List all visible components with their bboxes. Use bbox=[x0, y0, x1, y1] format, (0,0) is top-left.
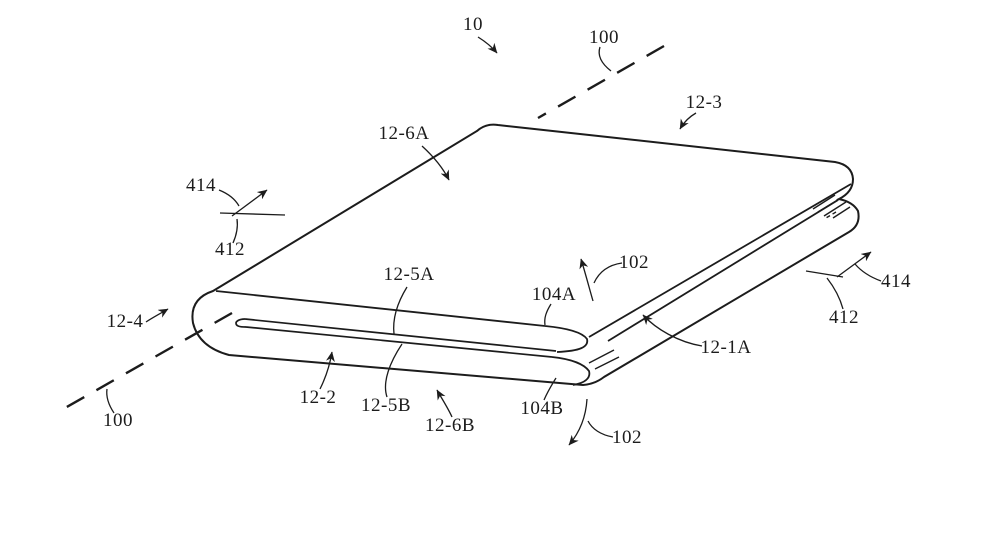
leader-104A bbox=[544, 303, 552, 326]
leader-12-5B bbox=[384, 343, 403, 398]
ref-label-104A: 104A bbox=[531, 284, 577, 305]
slot-upper-edge bbox=[244, 318, 557, 352]
slot-lower-edge bbox=[245, 326, 553, 358]
top-face-right-edge bbox=[588, 183, 852, 338]
rotation-arrow-102-top bbox=[579, 258, 594, 302]
ref-label-100-bottom: 100 bbox=[103, 410, 133, 431]
ref-label-12-2: 12-2 bbox=[299, 387, 337, 408]
datum-bar-414-right bbox=[805, 270, 844, 278]
fold-axis-line-upper bbox=[537, 44, 665, 120]
ref-label-12-4: 12-4 bbox=[106, 311, 144, 332]
leader-arrow-10 bbox=[477, 36, 498, 54]
leader-104B bbox=[543, 377, 557, 401]
ref-label-102-top: 102 bbox=[619, 252, 649, 273]
datum-bar-414-left bbox=[219, 212, 286, 216]
leader-arrow-12-4 bbox=[145, 308, 169, 323]
leader-414-right bbox=[854, 263, 882, 282]
leader-412-right bbox=[826, 277, 844, 310]
rotation-arrow-102-bottom bbox=[568, 398, 588, 446]
leader-412-left bbox=[232, 218, 239, 244]
ref-label-104B: 104B bbox=[520, 398, 564, 419]
device-silhouette bbox=[191, 123, 860, 387]
ref-label-12-3: 12-3 bbox=[685, 92, 723, 113]
tip-hatch-lines bbox=[812, 194, 851, 219]
ref-label-12-5B: 12-5B bbox=[361, 395, 411, 416]
ref-label-414-left: 414 bbox=[186, 175, 216, 196]
leader-arrow-12-3 bbox=[679, 112, 697, 130]
ref-label-12-5A: 12-5A bbox=[383, 264, 435, 285]
leader-arrow-12-6A bbox=[421, 145, 450, 181]
end-cap-104B bbox=[551, 356, 591, 386]
leader-100-top bbox=[598, 46, 612, 72]
leader-arrow-12-6B bbox=[436, 389, 453, 418]
end-cap-104A bbox=[544, 325, 589, 353]
leader-414-left bbox=[218, 189, 240, 207]
ref-label-414-right: 414 bbox=[881, 271, 911, 292]
leader-arrow-12-2 bbox=[319, 351, 335, 390]
leader-arrow-12-1A bbox=[642, 314, 703, 347]
leader-100-bottom bbox=[106, 388, 115, 414]
ref-label-100-top: 100 bbox=[589, 27, 619, 48]
ref-label-412-left: 412 bbox=[215, 239, 245, 260]
ref-label-10: 10 bbox=[463, 14, 483, 35]
ref-label-102-bottom: 102 bbox=[612, 427, 642, 448]
top-face-front-edge bbox=[215, 290, 546, 327]
leader-102-bottom bbox=[587, 420, 614, 438]
slot-left-cap bbox=[235, 318, 247, 328]
leader-102-top bbox=[593, 262, 623, 284]
datum-arrow-414-right bbox=[836, 251, 872, 278]
ref-label-12-6B: 12-6B bbox=[425, 415, 475, 436]
ref-label-12-6A: 12-6A bbox=[378, 123, 430, 144]
junction-hatch-lines bbox=[588, 349, 620, 370]
ref-label-12-1A: 12-1A bbox=[700, 337, 752, 358]
ref-label-412-right: 412 bbox=[829, 307, 859, 328]
datum-arrow-414-left bbox=[231, 189, 268, 217]
leader-12-5A bbox=[393, 286, 408, 335]
